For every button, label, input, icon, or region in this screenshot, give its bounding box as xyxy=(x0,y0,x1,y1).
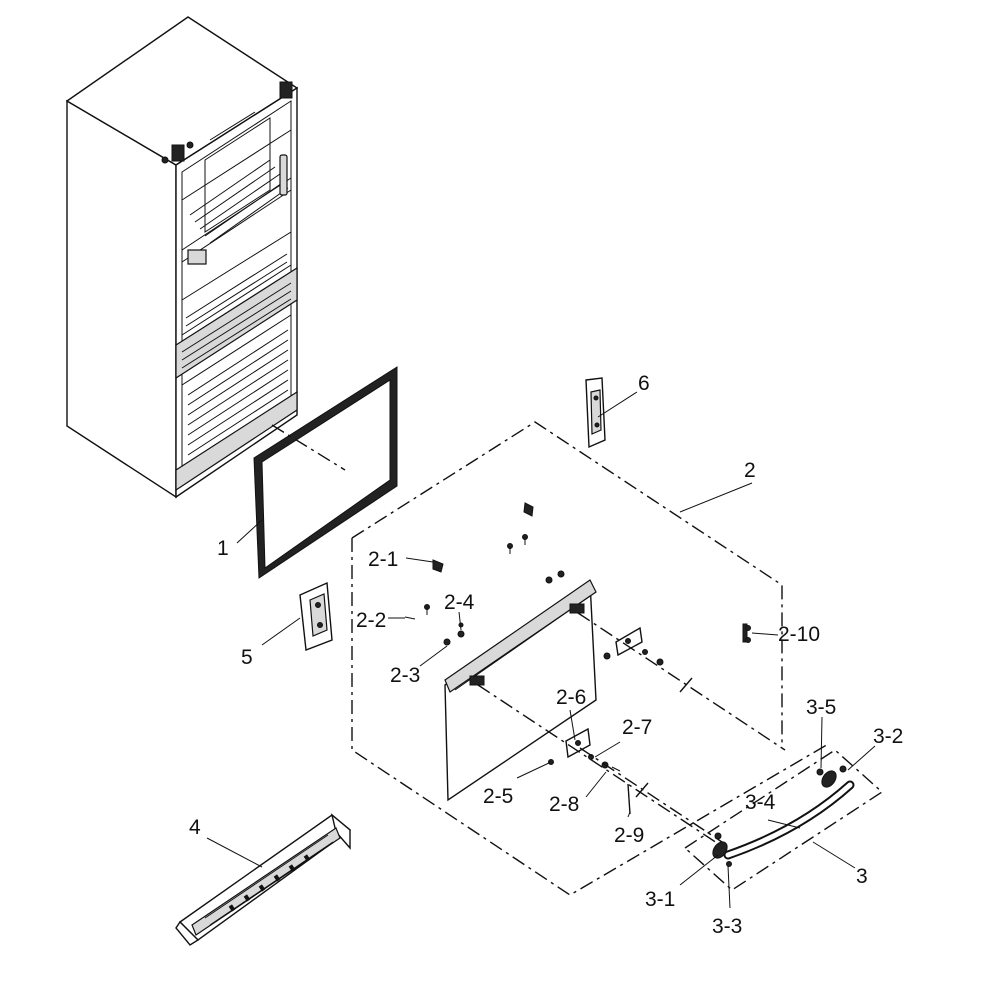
callout-2-5: 2-5 xyxy=(483,785,513,808)
hinge-bracket-right xyxy=(585,377,606,449)
door-assembly-boundary xyxy=(351,421,831,896)
refrigerator-cabinet xyxy=(65,16,299,499)
callout-3: 3 xyxy=(856,865,868,888)
callout-2-7: 2-7 xyxy=(622,716,652,739)
callout-2-6: 2-6 xyxy=(556,686,586,709)
door-handle-assembly xyxy=(684,749,884,891)
leader-lines xyxy=(206,391,876,909)
callout-2-3: 2-3 xyxy=(390,664,420,687)
door-gasket xyxy=(253,366,398,579)
callout-3-2: 3-2 xyxy=(873,725,903,748)
alignment-lines xyxy=(477,612,786,846)
callout-3-3: 3-3 xyxy=(712,915,742,938)
callout-4: 4 xyxy=(189,816,201,839)
hinge-bracket-left xyxy=(299,581,333,651)
callout-3-1: 3-1 xyxy=(645,888,675,911)
callout-2-2: 2-2 xyxy=(356,609,386,632)
callout-2-9: 2-9 xyxy=(614,824,644,847)
callout-1: 1 xyxy=(217,537,229,560)
freezer-basket xyxy=(175,813,352,946)
callout-5: 5 xyxy=(241,646,253,669)
callout-2-10: 2-10 xyxy=(778,623,820,646)
callout-3-5: 3-5 xyxy=(806,696,836,719)
callout-2-1: 2-1 xyxy=(368,548,398,571)
callout-2: 2 xyxy=(744,459,756,482)
callout-2-8: 2-8 xyxy=(549,793,579,816)
freezer-drawer-panel xyxy=(444,579,643,802)
callout-6: 6 xyxy=(638,372,650,395)
callout-2-4: 2-4 xyxy=(444,591,475,614)
callout-3-4: 3-4 xyxy=(745,791,776,814)
